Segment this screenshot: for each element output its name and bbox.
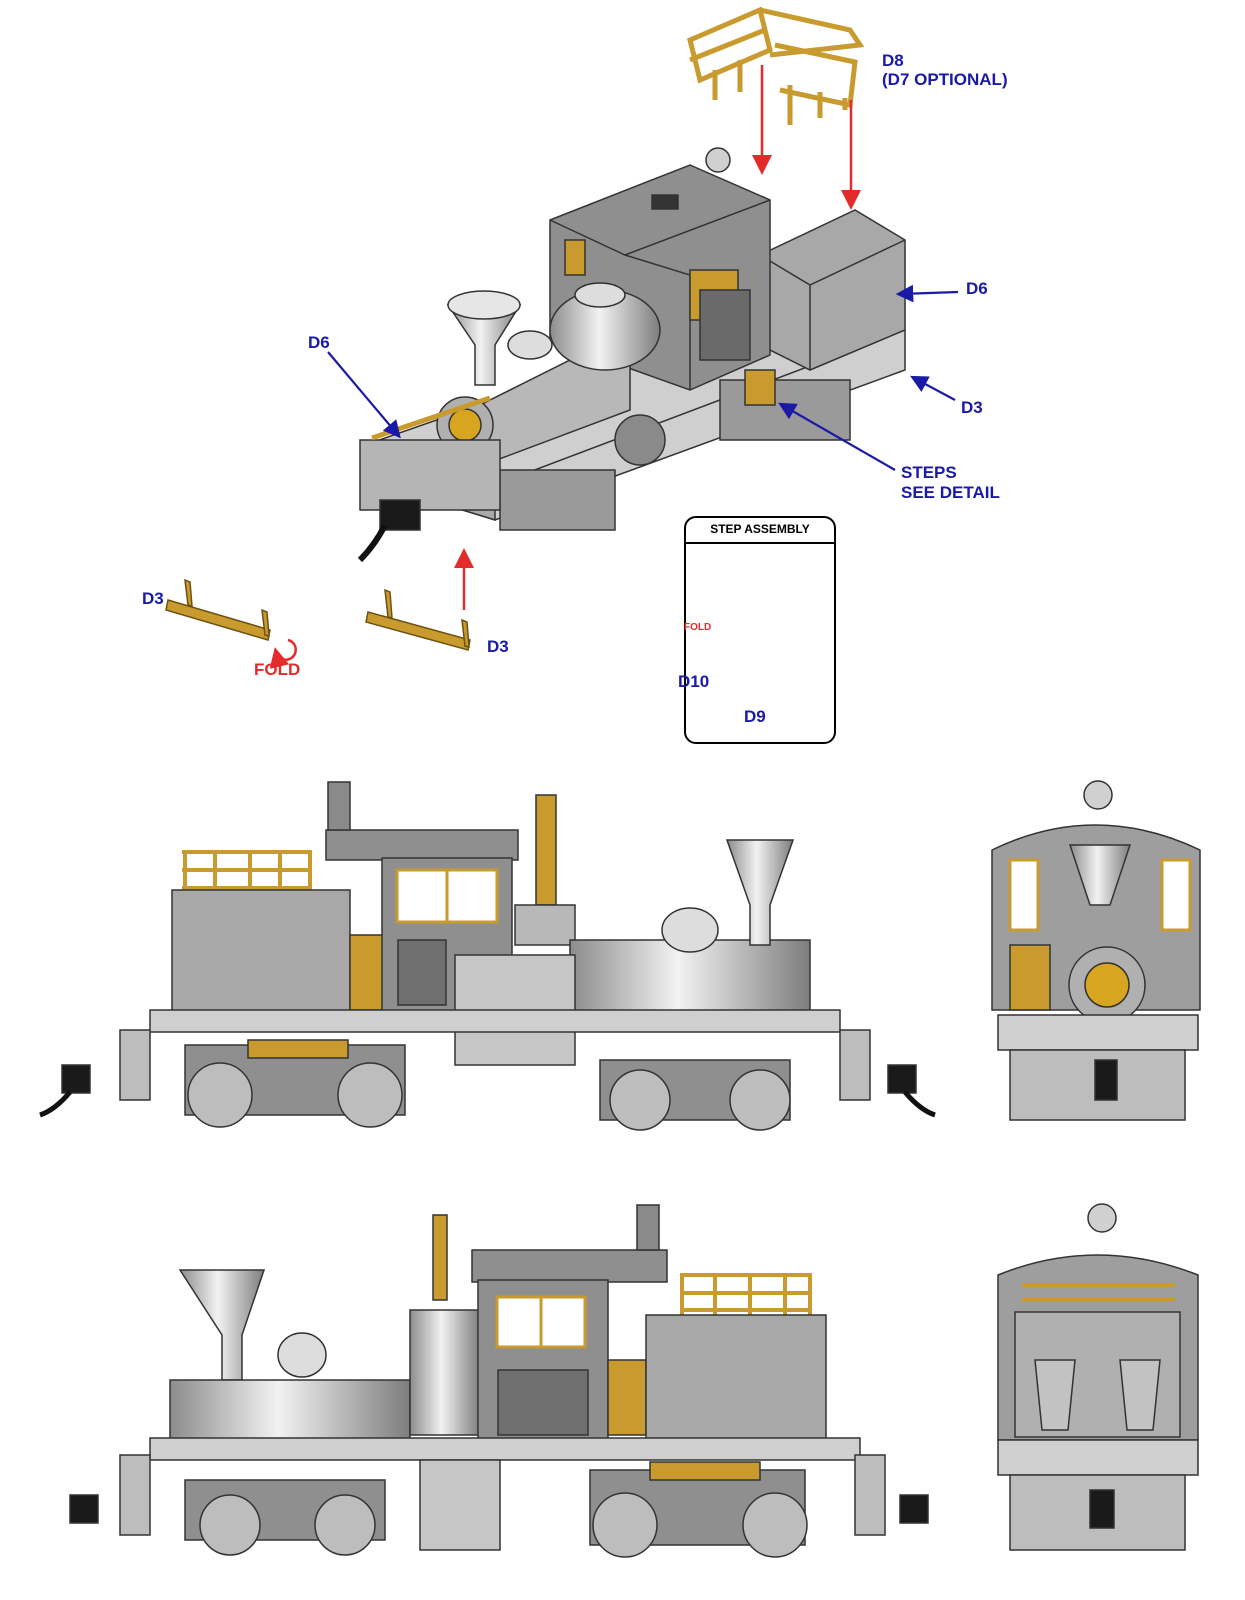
label-d3-right: D3 xyxy=(961,398,983,417)
step-assembly-box: STEP ASSEMBLY xyxy=(684,516,836,744)
label-steps: STEPS xyxy=(901,463,957,482)
label-fold: FOLD xyxy=(254,660,301,679)
label-d7-optional: (D7 OPTIONAL) xyxy=(882,70,1008,89)
iso-locomotive xyxy=(357,6,906,563)
label-see-detail: SEE DETAIL xyxy=(901,483,1000,502)
step-assembly-d10-label: D10 xyxy=(678,672,710,691)
step-assembly-title: STEP ASSEMBLY xyxy=(710,522,810,536)
step-assembly-fold-label: FOLD xyxy=(684,622,712,633)
label-d3-left: D3 xyxy=(142,589,164,608)
side-view-left xyxy=(69,1204,929,1558)
label-d6-right: D6 xyxy=(966,279,988,298)
part-d3-loose xyxy=(165,578,471,651)
step-assembly-divider xyxy=(686,542,834,544)
step-assembly-d9-label: D9 xyxy=(744,707,766,726)
label-d6-left: D6 xyxy=(308,333,330,352)
front-view xyxy=(991,780,1201,1121)
rear-view xyxy=(997,1203,1199,1551)
label-d8: D8 xyxy=(882,51,904,70)
railing-part-d8 xyxy=(687,6,865,125)
label-d3-bottom: D3 xyxy=(487,637,509,656)
side-view-right xyxy=(39,781,936,1131)
blue-arrows xyxy=(327,284,959,471)
red-arrows xyxy=(269,65,861,669)
